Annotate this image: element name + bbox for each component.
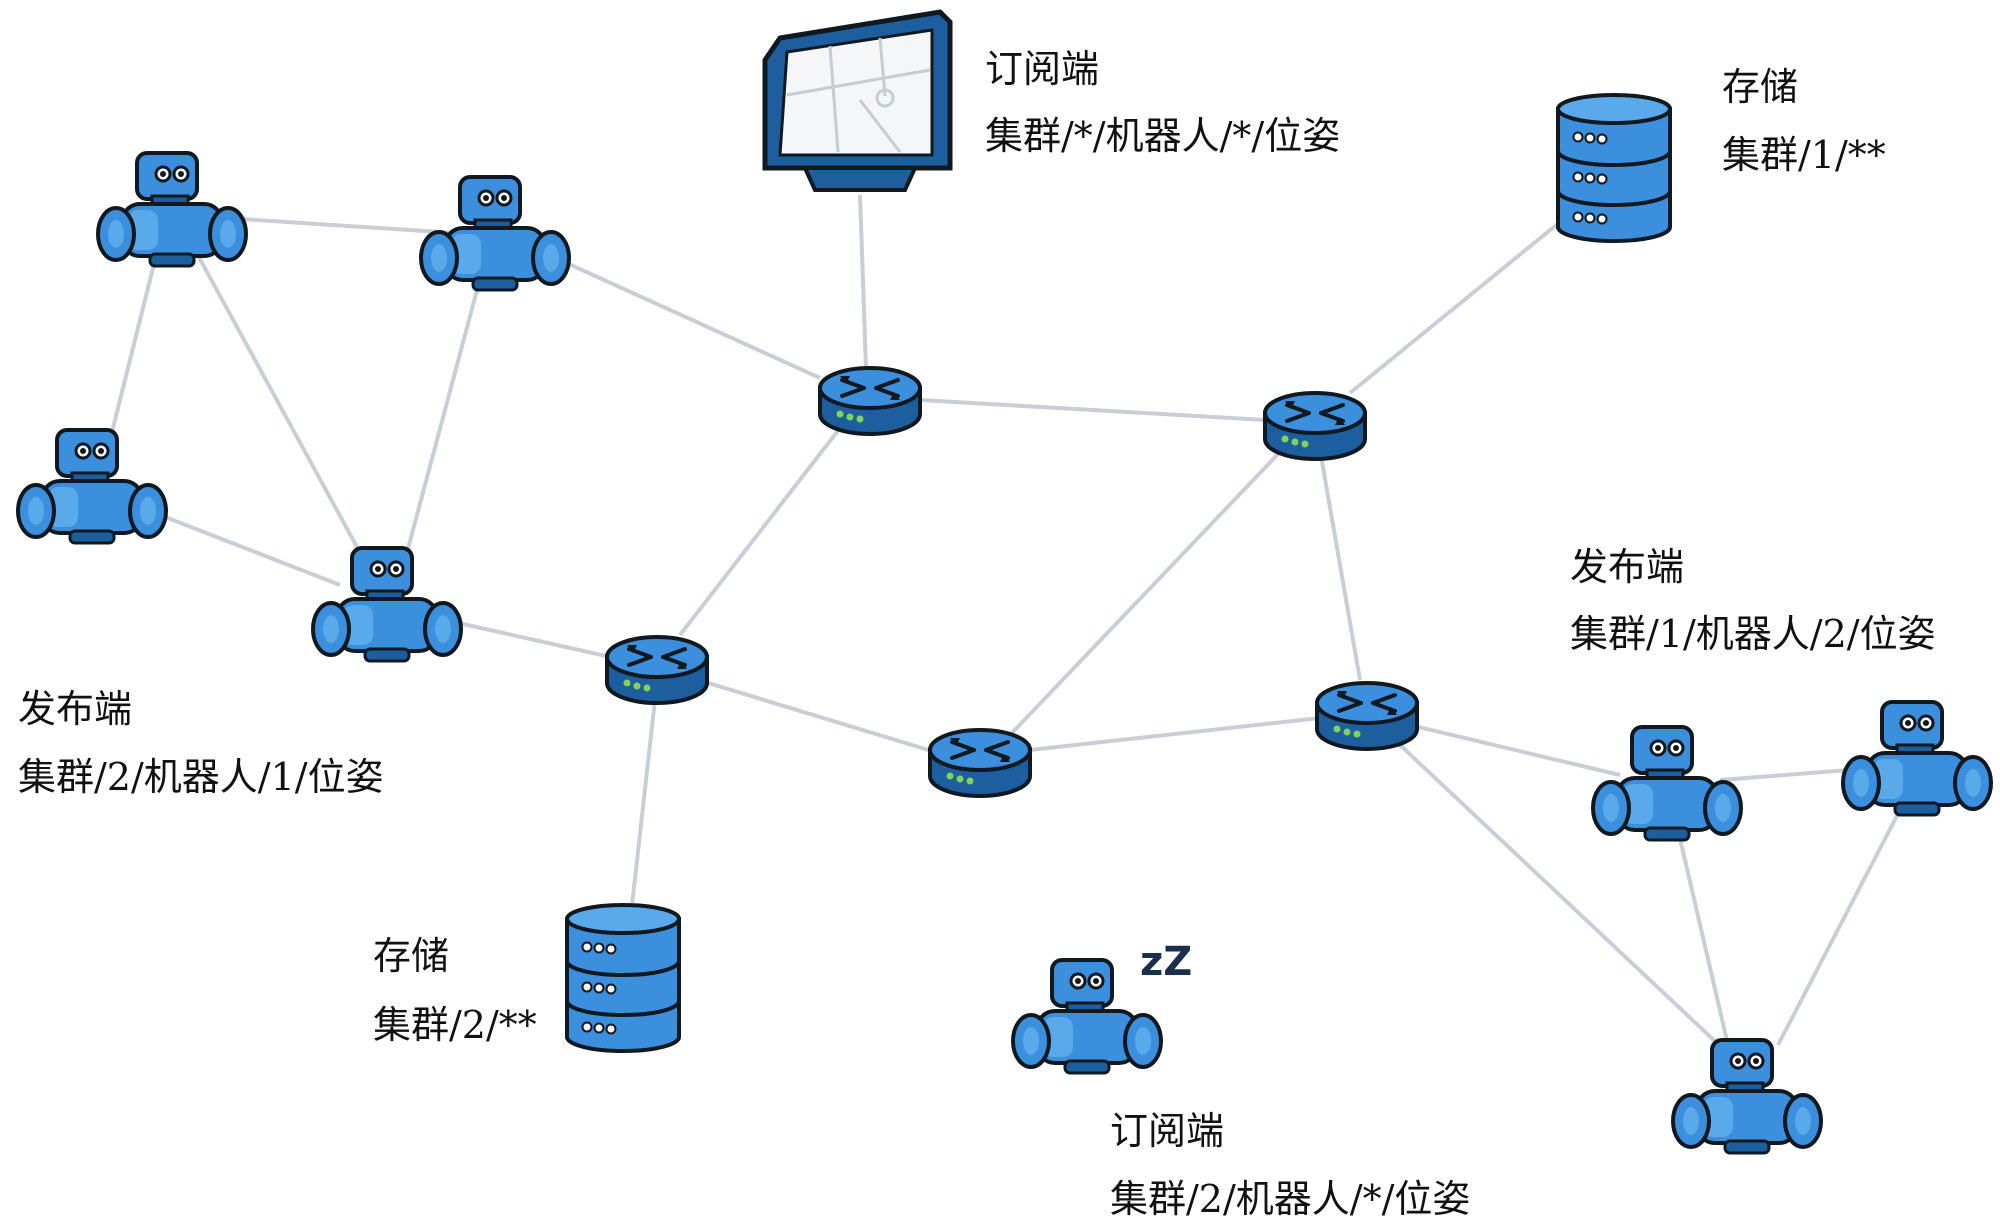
subscriber-top-role: 订阅端 [985, 47, 1100, 91]
router-icon [605, 635, 709, 705]
link-monitor-router1 [858, 194, 868, 369]
robot-icon [419, 175, 571, 292]
router-icon [1263, 391, 1367, 461]
publisher-left-role: 发布端 [18, 687, 133, 731]
robot-icon [16, 428, 168, 545]
links [108, 194, 1902, 1062]
router-icon [928, 728, 1032, 798]
subscriber-bottom-role: 订阅端 [1110, 1109, 1225, 1153]
robot-icon [1841, 700, 1993, 817]
publisher-right-topic: 集群/1/机器人/2/位姿 [1570, 612, 1936, 656]
robot-icon [96, 151, 248, 268]
link-robot1-robot3 [108, 239, 162, 441]
link-router2-router5 [1008, 450, 1282, 737]
router-icon [1315, 681, 1419, 751]
link-router4-robot5 [1409, 723, 1621, 777]
link-router2-router4 [1318, 449, 1362, 681]
storage-top-topic: 集群/1/** [1722, 133, 1886, 177]
link-router5-router4 [1029, 716, 1321, 752]
router-icon [818, 366, 922, 436]
link-router1-router2 [919, 398, 1266, 422]
robot-icon [1591, 725, 1743, 842]
link-router4-robot7 [1398, 743, 1737, 1062]
robot-icon [1011, 958, 1163, 1075]
storage-bottom-topic: 集群/2/** [373, 1003, 537, 1047]
link-robot4-router3 [444, 618, 616, 660]
subscriber-bottom-topic: 集群/2/机器人/*/位姿 [1110, 1177, 1471, 1221]
storage-bottom-role: 存储 [373, 934, 450, 978]
link-robot2-robot4 [403, 259, 487, 561]
subscriber-top-topic: 集群/*/机器人/*/位姿 [985, 114, 1341, 158]
link-router2-storage1 [1348, 220, 1562, 395]
link-router1-router3 [678, 426, 842, 637]
link-router3-storage2 [630, 699, 657, 906]
link-robot2-router1 [559, 258, 821, 380]
sleep-icon: zZ [1140, 939, 1192, 985]
database-icon [1556, 93, 1672, 243]
link-robot3-robot4 [159, 513, 341, 587]
robot-icon [311, 546, 463, 663]
monitor-icon [762, 9, 953, 192]
robot-icon [1671, 1038, 1823, 1155]
link-robot5-robot7 [1676, 829, 1730, 1046]
database-icon [565, 903, 681, 1053]
link-router3-router5 [704, 680, 936, 754]
storage-top-role: 存储 [1722, 65, 1799, 109]
link-robot6-robot7 [1776, 809, 1902, 1046]
publisher-right-role: 发布端 [1570, 545, 1685, 589]
publisher-left-topic: 集群/2/机器人/1/位姿 [18, 755, 384, 799]
link-robot1-robot4 [193, 249, 377, 581]
